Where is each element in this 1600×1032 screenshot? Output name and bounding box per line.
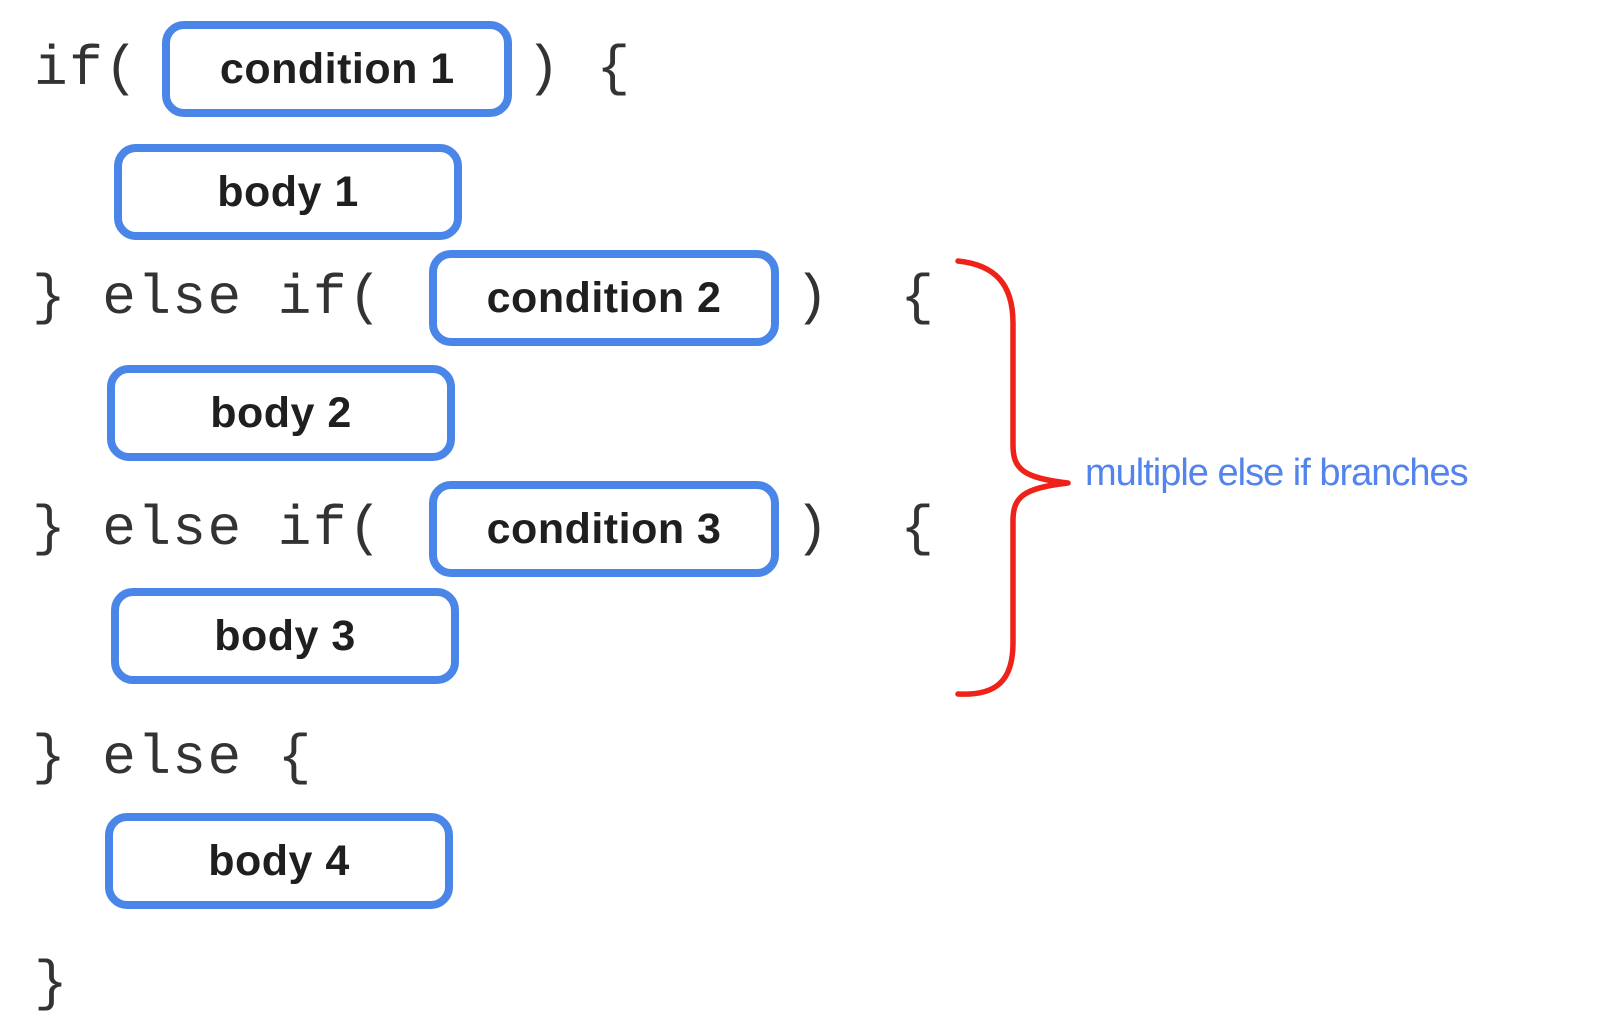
code-line-if: if( condition 1 ) { (34, 20, 632, 118)
code-line-else-if-2: } else if( condition 3 ) { (32, 480, 935, 578)
code-else-open: } else { (32, 726, 313, 790)
code-else-if-2-open: } else if( (32, 497, 384, 561)
code-else-if-1-open: } else if( (32, 266, 384, 330)
code-if-close: ) { (526, 37, 632, 101)
red-curly-brace (955, 258, 1071, 697)
code-line-else-if-1: } else if( condition 2 ) { (32, 249, 935, 347)
code-line-closing-brace: } (34, 935, 69, 1032)
body-3-box: body 3 (111, 588, 459, 684)
body-3-row: body 3 (111, 587, 459, 685)
code-else-if-2-close: ) { (795, 497, 936, 561)
condition-1-label: condition 1 (219, 44, 455, 93)
body-1-box: body 1 (114, 144, 462, 240)
condition-3-box: condition 3 (429, 481, 780, 577)
body-4-label: body 4 (208, 836, 350, 885)
condition-2-label: condition 2 (486, 273, 722, 322)
body-2-box: body 2 (107, 365, 455, 461)
body-3-label: body 3 (214, 611, 356, 660)
body-4-row: body 4 (105, 812, 453, 910)
body-1-label: body 1 (217, 167, 359, 216)
body-2-label: body 2 (210, 388, 352, 437)
red-curly-brace-path (955, 258, 1071, 697)
code-else-if-1-close: ) { (795, 266, 936, 330)
body-1-row: body 1 (114, 143, 462, 241)
condition-1-box: condition 1 (162, 21, 513, 117)
body-4-box: body 4 (105, 813, 453, 909)
code-if-open: if( (34, 37, 140, 101)
condition-2-box: condition 2 (429, 250, 780, 346)
body-2-row: body 2 (107, 364, 455, 462)
code-line-else: } else { (32, 709, 313, 807)
condition-3-label: condition 3 (486, 504, 722, 553)
annotation-label: multiple else if branches (1085, 452, 1469, 494)
code-final-close: } (34, 952, 70, 1016)
